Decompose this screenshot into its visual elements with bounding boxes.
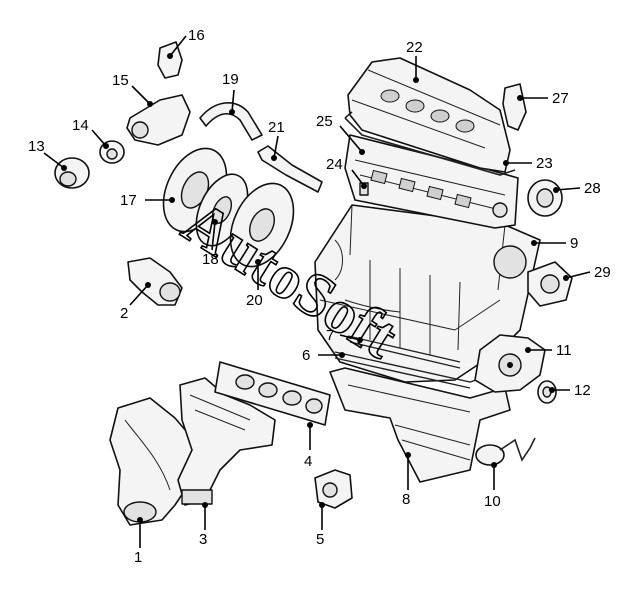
callout-label: 18 (202, 251, 219, 268)
callout-7: 7 (326, 327, 363, 344)
callout-label: 6 (302, 347, 310, 364)
callout-18: 18 (202, 219, 219, 268)
cylinder-head (344, 134, 519, 229)
callout-label: 8 (402, 491, 410, 508)
callout-5: 5 (316, 502, 325, 548)
callout-label: 16 (188, 27, 205, 44)
callout-15: 15 (112, 72, 153, 107)
oil-pickup (475, 437, 536, 466)
thermostat-housing (126, 94, 191, 146)
callout-2: 2 (120, 282, 151, 322)
exhaust-manifold-3 (177, 377, 276, 506)
gasket-7 (347, 335, 461, 369)
callout-label: 2 (120, 305, 128, 322)
callout-label: 29 (594, 264, 611, 281)
callout-label: 28 (584, 180, 601, 197)
callout-17: 17 (120, 192, 175, 209)
engine-mount-5 (314, 469, 353, 509)
temperature-sensor (157, 41, 183, 79)
callout-label: 22 (406, 39, 423, 56)
callout-label: 14 (72, 117, 89, 134)
flywheel-20 (229, 182, 295, 268)
water-pump-29 (527, 261, 573, 307)
callout-label: 15 (112, 72, 129, 89)
sprocket-28 (527, 179, 563, 217)
callout-11: 11 (525, 342, 572, 359)
callout-21: 21 (268, 119, 285, 161)
callout-label: 9 (570, 235, 578, 252)
sensor-27 (502, 83, 527, 131)
callout-13: 13 (28, 138, 67, 171)
callout-12: 12 (549, 382, 591, 399)
seal-12 (537, 380, 557, 404)
callout-label: 17 (120, 192, 137, 209)
thermostat-cap (54, 157, 90, 189)
callout-9: 9 (531, 235, 578, 252)
callout-label: 4 (304, 453, 312, 470)
callout-label: 7 (326, 327, 334, 344)
callout-25: 25 (316, 113, 365, 155)
callout-label: 25 (316, 113, 333, 130)
callout-6: 6 (302, 347, 345, 364)
callout-8: 8 (402, 452, 411, 508)
callout-label: 24 (326, 156, 343, 173)
callout-label: 20 (246, 292, 263, 309)
callout-22: 22 (406, 39, 423, 83)
callout-19: 19 (222, 71, 239, 115)
callout-20: 20 (246, 259, 263, 309)
callout-label: 3 (199, 531, 207, 548)
callout-label: 23 (536, 155, 553, 172)
callout-23: 23 (503, 155, 553, 172)
callout-16: 16 (167, 27, 205, 59)
callout-1: 1 (134, 517, 143, 566)
callout-14: 14 (72, 117, 109, 149)
callout-3: 3 (199, 502, 208, 548)
callout-27: 27 (517, 90, 569, 107)
callout-10: 10 (484, 462, 501, 510)
manifold-gasket-4 (214, 361, 331, 426)
callout-29: 29 (563, 264, 611, 281)
callout-label: 5 (316, 531, 324, 548)
callout-label: 12 (574, 382, 591, 399)
heat-shield-1 (109, 397, 199, 526)
callout-label: 10 (484, 493, 501, 510)
callout-24: 24 (326, 156, 367, 189)
coolant-hose-19 (199, 102, 263, 141)
callout-label: 13 (28, 138, 45, 155)
callout-label: 27 (552, 90, 569, 107)
oil-pan (329, 367, 511, 483)
water-pump-2 (127, 257, 183, 306)
callout-label: 21 (268, 119, 285, 136)
callout-28: 28 (553, 180, 601, 197)
valve-cover-gasket (344, 111, 516, 176)
callout-4: 4 (304, 422, 313, 470)
callout-label: 1 (134, 549, 142, 566)
valve-cover (347, 57, 511, 173)
callout-label: 19 (222, 71, 239, 88)
callout-label: 11 (556, 342, 572, 359)
